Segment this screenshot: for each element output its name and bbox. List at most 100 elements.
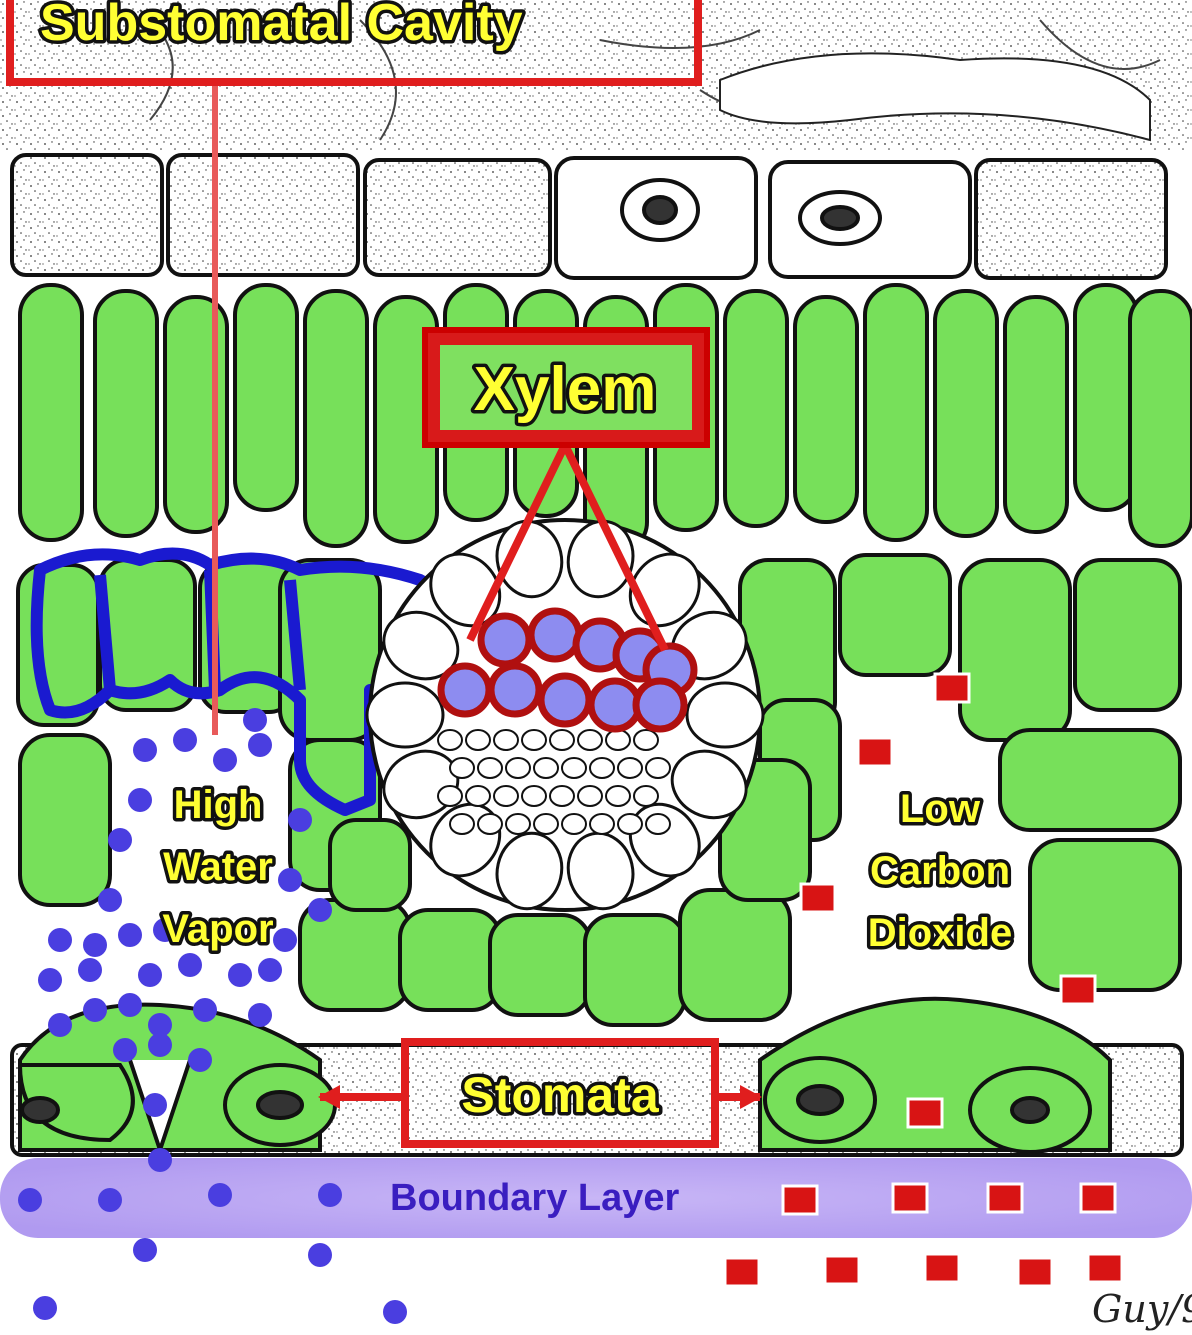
water-vapor-dot — [98, 1188, 122, 1212]
phloem-cell — [550, 730, 574, 750]
water-vapor-dot — [273, 928, 297, 952]
water-vapor-dot — [108, 828, 132, 852]
water-vapor-dot — [33, 1296, 57, 1320]
water-vapor-dot — [18, 1188, 42, 1212]
xylem-vessel — [441, 666, 489, 714]
water-vapor-dot — [208, 1183, 232, 1207]
carbon-dioxide-square — [1088, 1254, 1122, 1282]
water-vapor-dot — [228, 963, 252, 987]
vascular-bundle — [367, 515, 763, 915]
substomatal-cavity-text: Substomatal Cavity — [40, 0, 523, 52]
phloem-cell — [466, 730, 490, 750]
water-vapor-dot — [213, 748, 237, 772]
water-vapor-dot — [48, 928, 72, 952]
water-vapor-dot — [133, 738, 157, 762]
high-water-vapor-line-3: Vapor — [162, 907, 273, 951]
phloem-cell — [606, 730, 630, 750]
palisade-cell — [1075, 285, 1137, 510]
high-water-vapor-line-2: Water — [163, 845, 273, 889]
palisade-cell — [865, 285, 927, 540]
xylem-vessel — [591, 681, 639, 729]
phloem-cell — [646, 814, 670, 834]
carbon-dioxide-square — [935, 674, 969, 702]
water-vapor-dot — [188, 1048, 212, 1072]
palisade-cell — [795, 297, 857, 522]
phloem-cell — [466, 786, 490, 806]
carbon-dioxide-square — [1018, 1258, 1052, 1286]
phloem-cell — [618, 758, 642, 778]
carbon-dioxide-square — [893, 1184, 927, 1212]
carbon-dioxide-square — [1061, 976, 1095, 1004]
low-carbon-dioxide-line-1: Low — [900, 787, 981, 831]
water-vapor-dot — [318, 1183, 342, 1207]
carbon-dioxide-square — [1081, 1184, 1115, 1212]
low-carbon-dioxide-label: Low Carbon Dioxide — [868, 787, 1012, 955]
water-vapor-dot — [308, 1243, 332, 1267]
water-vapor-dot — [308, 898, 332, 922]
phloem-cell — [438, 786, 462, 806]
phloem-cell — [578, 786, 602, 806]
phloem-cell — [438, 730, 462, 750]
water-vapor-dot — [83, 998, 107, 1022]
water-vapor-dot — [278, 868, 302, 892]
water-vapor-dot — [383, 1300, 407, 1324]
bundle-sheath-cell — [367, 683, 443, 747]
carbon-dioxide-square — [825, 1256, 859, 1284]
carbon-dioxide-square — [783, 1186, 817, 1214]
phloem-cell — [478, 814, 502, 834]
phloem-cell — [618, 814, 642, 834]
water-vapor-dot — [118, 993, 142, 1017]
phloem-cell — [562, 758, 586, 778]
phloem-cell — [578, 730, 602, 750]
water-vapor-dot — [148, 1033, 172, 1057]
water-vapor-dot — [288, 808, 312, 832]
bundle-sheath-cell — [687, 683, 763, 747]
carbon-dioxide-square — [925, 1254, 959, 1282]
low-carbon-dioxide-line-3: Dioxide — [868, 911, 1012, 955]
carbon-dioxide-square — [988, 1184, 1022, 1212]
water-vapor-dot — [83, 933, 107, 957]
phloem-cell — [506, 758, 530, 778]
xylem-vessel — [541, 676, 589, 724]
phloem-cell — [634, 730, 658, 750]
water-vapor-dot — [248, 1003, 272, 1027]
water-vapor-dot — [48, 1013, 72, 1037]
phloem-cell — [590, 814, 614, 834]
phloem-cell — [562, 814, 586, 834]
carbon-dioxide-square — [725, 1258, 759, 1286]
water-vapor-dot — [143, 1093, 167, 1117]
palisade-cell — [935, 291, 997, 536]
artist-signature: Guy/9 — [1092, 1287, 1192, 1331]
phloem-cell — [494, 730, 518, 750]
palisade-cell — [235, 285, 297, 510]
phloem-cell — [506, 814, 530, 834]
water-vapor-dot — [248, 733, 272, 757]
high-water-vapor-label: High Water Vapor — [162, 783, 273, 951]
phloem-cell — [478, 758, 502, 778]
palisade-cell — [95, 291, 157, 536]
carbon-dioxide-square — [801, 884, 835, 912]
xylem-text: Xylem — [474, 355, 657, 424]
xylem-vessel — [481, 616, 529, 664]
xylem-vessel — [491, 666, 539, 714]
phloem-cell — [450, 758, 474, 778]
palisade-cell — [1130, 291, 1192, 546]
xylem-vessel — [636, 681, 684, 729]
water-vapor-dot — [98, 888, 122, 912]
phloem-cell — [522, 786, 546, 806]
water-vapor-dot — [38, 968, 62, 992]
palisade-cell — [725, 291, 787, 526]
phloem-cell — [606, 786, 630, 806]
low-carbon-dioxide-line-2: Carbon — [870, 849, 1010, 893]
phloem-cell — [522, 730, 546, 750]
upper-epidermis — [12, 155, 1166, 278]
phloem-cell — [550, 786, 574, 806]
xylem-vessel — [531, 611, 579, 659]
water-vapor-dot — [78, 958, 102, 982]
water-vapor-dot — [193, 998, 217, 1022]
water-vapor-dot — [243, 708, 267, 732]
phloem-cell — [534, 814, 558, 834]
stomata-text: Stomata — [461, 1067, 659, 1123]
carbon-dioxide-square — [858, 738, 892, 766]
